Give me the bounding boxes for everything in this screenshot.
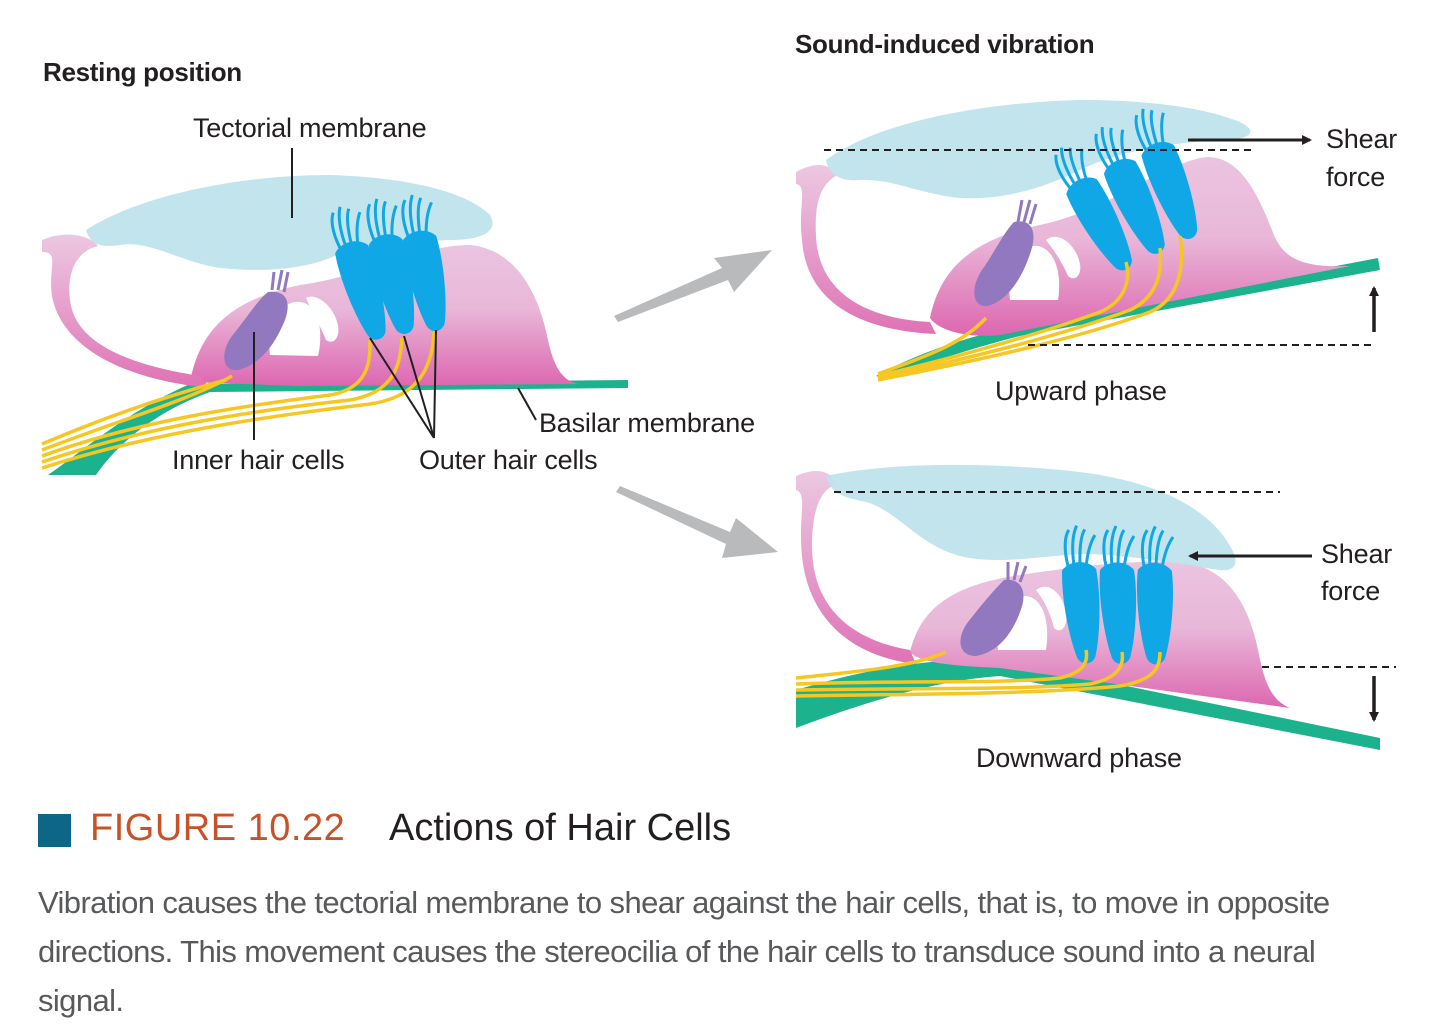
nerve-fibers-upward — [877, 235, 1184, 382]
shear-force-lower-line2: force — [1321, 576, 1381, 606]
basilar-membrane-upward — [876, 258, 1380, 378]
nerve-fibers-downward — [795, 649, 1162, 698]
tectorial-membrane-downward — [826, 464, 1236, 571]
shear-force-lower-line1: Shear — [1321, 539, 1393, 569]
basilar-pointer — [517, 387, 537, 421]
inner-hair-cell-downward — [960, 561, 1028, 656]
figure-caption: Vibration causes the tectorial membrane … — [38, 885, 1330, 1018]
nerve-fibers-resting — [41, 331, 436, 470]
limbus-hook-downward — [796, 470, 916, 664]
shear-force-upper-line2: force — [1326, 162, 1386, 192]
gray-arrow-down-right-icon — [616, 486, 778, 558]
figure-title: Actions of Hair Cells — [389, 807, 732, 849]
space-of-nuel-upward — [1046, 236, 1081, 279]
figure-square-marker — [38, 814, 71, 847]
inner-hair-cells-label: Inner hair cells — [172, 445, 345, 475]
hair-cell-diagram — [41, 100, 1396, 750]
downward-phase-label: Downward phase — [976, 743, 1182, 773]
limbus-hook-resting — [42, 234, 210, 388]
inner-hair-cell-upward — [974, 199, 1038, 307]
space-of-nuel-downward — [1036, 586, 1067, 631]
resting-position-title: Resting position — [43, 57, 242, 87]
gray-arrow-up-right-icon — [614, 250, 772, 322]
outer-hair-cells-label: Outer hair cells — [419, 445, 598, 475]
tectorial-membrane-label: Tectorial membrane — [193, 113, 427, 143]
sound-induced-vibration-title: Sound-induced vibration — [795, 29, 1095, 59]
limbus-hook-upward — [796, 165, 936, 334]
upward-panel — [796, 100, 1380, 382]
basilar-membrane-label: Basilar membrane — [539, 408, 755, 438]
tectorial-membrane-resting — [86, 175, 493, 270]
upward-phase-label: Upward phase — [995, 376, 1167, 406]
space-of-nuel-resting — [306, 296, 339, 342]
figure-number: FIGURE 10.22 — [90, 807, 346, 849]
downward-panel — [795, 464, 1396, 750]
outer-hair-cell-pointer — [369, 329, 437, 439]
inner-hair-cell-resting — [224, 269, 290, 371]
resting-panel — [41, 148, 628, 475]
shear-force-upper-line1: Shear — [1326, 124, 1398, 154]
